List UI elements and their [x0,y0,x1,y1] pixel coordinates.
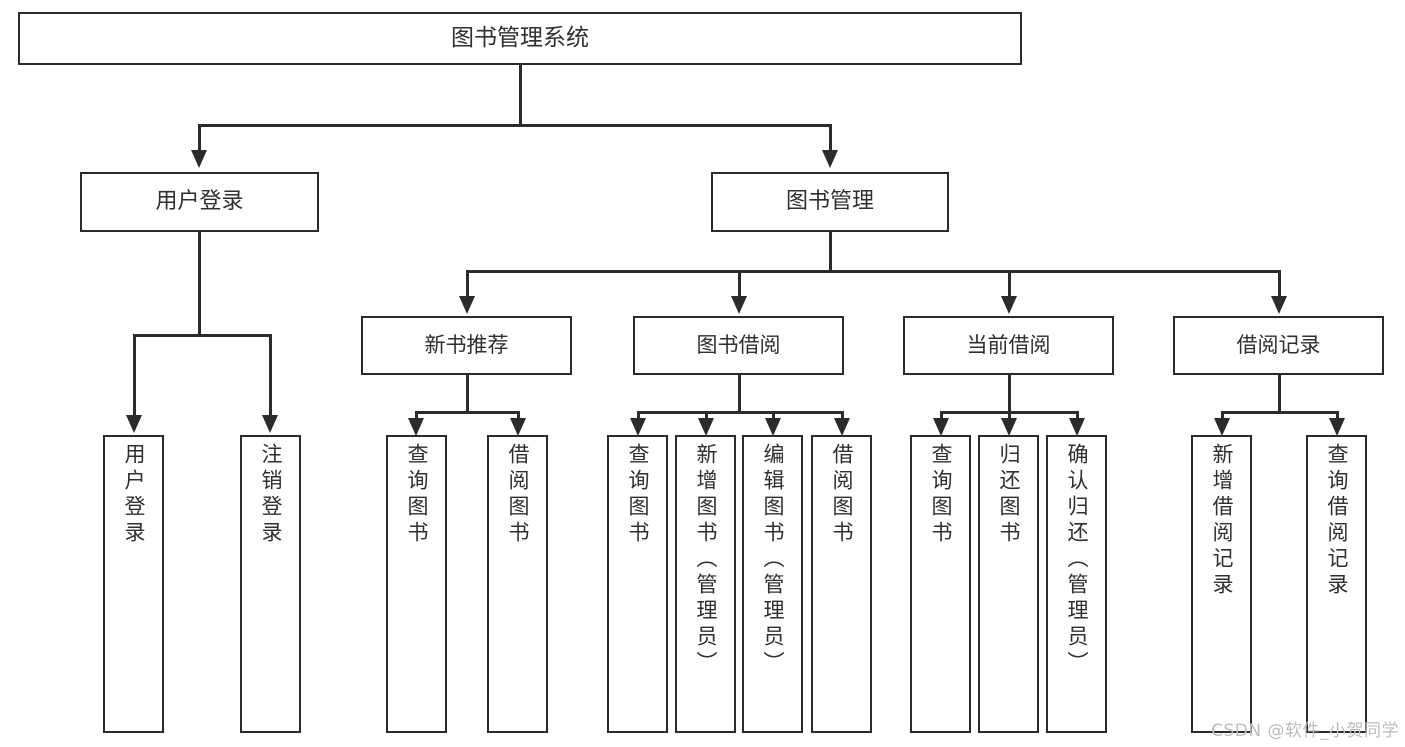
connector-current-borrow-drop-3 [1076,411,1079,421]
arrowhead-leaf-current-borrow-3 [1069,418,1085,436]
leaf-label: 新增借阅记录 [1210,443,1234,599]
connector-level2-drop-book-borrow [738,270,741,298]
arrowhead-leaf-user-login-2 [262,415,278,433]
leaf-current-borrow-return-book[interactable]: 归还图书 [978,435,1039,733]
leaf-label: 查询图书 [929,443,953,547]
connector-user-login-bus [133,334,271,337]
connector-new-book-bus [415,411,519,414]
arrowhead-user-login [191,150,207,168]
leaf-label: 查询图书 [626,443,650,547]
node-label: 图书管理 [785,189,874,214]
arrowhead-new-book-recommend [459,296,475,314]
connector-current-borrow-drop-1 [940,411,943,421]
connector-borrow-record-bus [1221,411,1338,414]
connector-current-borrow-stem [1008,375,1011,412]
arrowhead-current-borrow [1001,296,1017,314]
leaf-current-borrow-confirm-return-admin[interactable]: 确认归还（管理员） [1046,435,1107,733]
arrowhead-leaf-current-borrow-1 [933,418,949,436]
node-label: 新书推荐 [424,333,509,357]
connector-book-management-stem [829,232,832,272]
connector-book-borrow-stem [738,375,741,412]
leaf-label: 查询图书 [405,443,429,547]
leaf-borrow-record-add-record[interactable]: 新增借阅记录 [1191,435,1252,733]
leaf-book-borrow-borrow-book[interactable]: 借阅图书 [811,435,872,733]
node-user-login[interactable]: 用户登录 [80,172,319,232]
node-label: 图书管理系统 [451,25,589,51]
connector-user-login-drop-1 [133,334,136,417]
connector-level1-drop-book-management [829,124,832,152]
connector-borrow-record-drop-2 [1336,411,1339,421]
connector-book-borrow-drop-1 [637,411,640,421]
connector-borrow-record-drop-1 [1221,411,1224,421]
arrowhead-leaf-new-book-1 [408,418,424,436]
connector-book-borrow-drop-3 [772,411,775,421]
node-current-borrow[interactable]: 当前借阅 [903,316,1114,375]
leaf-label: 归还图书 [997,443,1021,547]
leaf-book-borrow-edit-book-admin[interactable]: 编辑图书（管理员） [742,435,803,733]
leaf-label: 查询借阅记录 [1325,443,1349,599]
node-label: 当前借阅 [966,333,1051,357]
leaf-label: 注销登录 [259,443,283,547]
leaf-label: 借阅图书 [830,443,854,547]
leaf-borrow-record-query-record[interactable]: 查询借阅记录 [1306,435,1367,733]
leaf-label: 用户登录 [122,443,146,547]
connector-level2-drop-borrow-record [1278,270,1281,298]
arrowhead-borrow-record [1271,296,1287,314]
arrowhead-leaf-book-borrow-4 [834,418,850,436]
connector-user-login-drop-2 [269,334,272,417]
connector-level1-drop-user-login [198,124,201,152]
leaf-user-login-login[interactable]: 用户登录 [103,435,164,733]
connector-level2-drop-current-borrow [1008,270,1011,298]
connector-new-book-stem [466,375,469,412]
leaf-book-borrow-query-book[interactable]: 查询图书 [607,435,668,733]
leaf-new-book-borrow-book[interactable]: 借阅图书 [487,435,548,733]
arrowhead-book-borrow [731,296,747,314]
connector-borrow-record-stem [1278,375,1281,412]
node-book-management[interactable]: 图书管理 [711,172,949,232]
node-label: 图书借阅 [696,333,781,357]
leaf-new-book-query-book[interactable]: 查询图书 [386,435,447,733]
connector-book-borrow-drop-4 [841,411,844,421]
leaf-book-borrow-add-book-admin[interactable]: 新增图书（管理员） [675,435,736,733]
connector-level2-bus [466,270,1281,273]
connector-level2-drop-new-book [466,270,469,298]
arrowhead-book-management [822,150,838,168]
node-book-borrow[interactable]: 图书借阅 [633,316,844,375]
connector-new-book-drop-2 [517,411,520,421]
arrowhead-leaf-book-borrow-1 [630,418,646,436]
node-label: 用户登录 [155,189,244,214]
arrowhead-leaf-book-borrow-3 [765,418,781,436]
connector-user-login-stem [198,232,201,335]
leaf-user-login-logout[interactable]: 注销登录 [240,435,301,733]
connector-new-book-drop-1 [415,411,418,421]
leaf-current-borrow-query-book[interactable]: 查询图书 [910,435,971,733]
arrowhead-leaf-user-login-1 [126,415,142,433]
node-root-book-management-system[interactable]: 图书管理系统 [18,12,1022,65]
leaf-label: 借阅图书 [506,443,530,547]
arrowhead-leaf-book-borrow-2 [698,418,714,436]
connector-book-borrow-bus [637,411,844,414]
arrowhead-leaf-borrow-record-1 [1214,418,1230,436]
connector-current-borrow-drop-2 [1008,411,1011,421]
node-borrow-record[interactable]: 借阅记录 [1173,316,1384,375]
node-new-book-recommend[interactable]: 新书推荐 [361,316,572,375]
leaf-label: 编辑图书（管理员） [761,443,785,677]
connector-book-borrow-drop-2 [705,411,708,421]
leaf-label: 确认归还（管理员） [1065,443,1089,677]
arrowhead-leaf-new-book-2 [510,418,526,436]
node-label: 借阅记录 [1236,333,1321,357]
leaf-label: 新增图书（管理员） [694,443,718,677]
arrowhead-leaf-current-borrow-2 [1001,418,1017,436]
connector-root-stem [519,65,522,125]
watermark-csdn: CSDN @软件_小贺同学 [1211,721,1399,741]
connector-level1-bus [198,124,832,127]
arrowhead-leaf-borrow-record-2 [1329,418,1345,436]
